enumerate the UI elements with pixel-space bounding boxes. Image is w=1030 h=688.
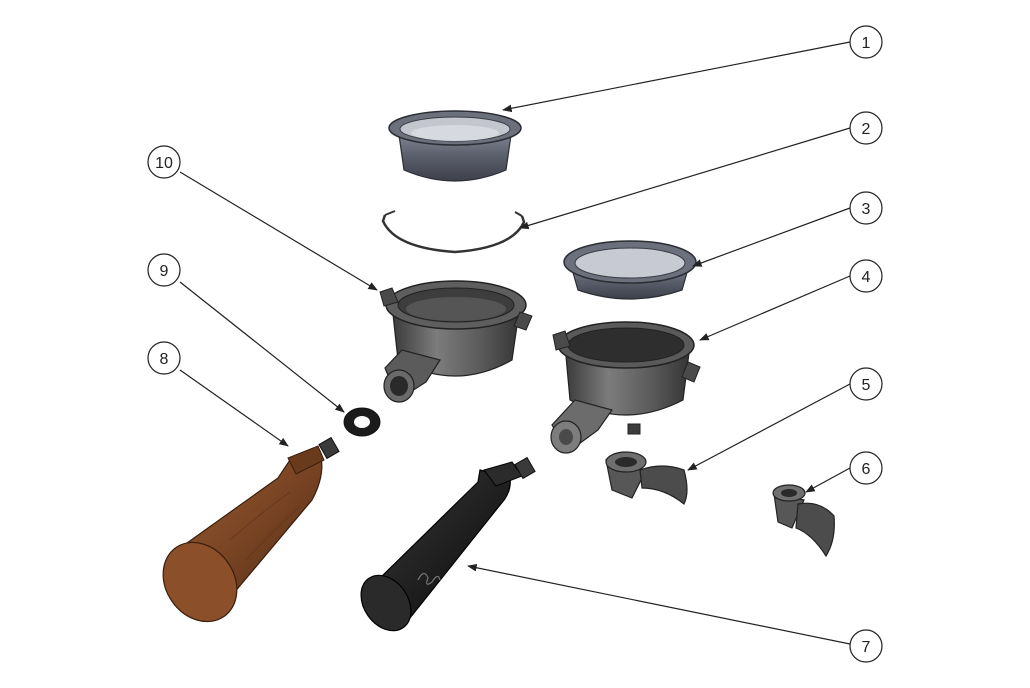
leader-line-1	[502, 41, 851, 113]
wooden-handle	[162, 436, 340, 623]
leader-line-9	[179, 281, 345, 413]
callout-3: 3	[849, 191, 883, 225]
basket-spring-clip	[381, 210, 526, 254]
leader-lines	[179, 41, 851, 645]
callout-3-label: 3	[862, 201, 871, 218]
callout-2: 2	[849, 111, 883, 145]
leader-line-7	[467, 563, 851, 645]
portafilter-body-closed	[550, 321, 701, 454]
leader-line-8	[179, 369, 289, 447]
callout-7: 7	[849, 629, 883, 663]
single-spout	[772, 484, 835, 558]
callout-5-label: 5	[862, 377, 871, 394]
filter-basket-double	[388, 110, 522, 182]
callout-6-label: 6	[862, 461, 871, 478]
gasket-washer	[343, 407, 381, 437]
callout-9: 9	[147, 253, 181, 287]
leader-line-2	[519, 127, 851, 230]
callout-9-label: 9	[160, 263, 169, 280]
callout-8-label: 8	[160, 351, 169, 368]
leader-line-3	[692, 207, 851, 267]
callout-1-label: 1	[862, 35, 871, 52]
callout-5: 5	[849, 367, 883, 401]
callout-8: 8	[147, 341, 181, 375]
leader-line-10	[179, 171, 378, 291]
double-spout	[605, 451, 688, 505]
black-handle	[360, 456, 536, 632]
leader-line-4	[699, 275, 851, 341]
callout-7-label: 7	[862, 639, 871, 656]
callout-4-label: 4	[862, 269, 871, 286]
callout-10-label: 10	[155, 155, 173, 172]
leader-line-5	[687, 383, 851, 471]
callout-2-label: 2	[862, 121, 871, 138]
callout-4: 4	[849, 259, 883, 293]
callout-10: 10	[147, 145, 181, 179]
callout-1: 1	[849, 25, 883, 59]
filter-basket-single	[563, 240, 697, 300]
leader-line-6	[805, 467, 851, 493]
portafilter-body-open	[379, 280, 533, 403]
callout-6: 6	[849, 451, 883, 485]
